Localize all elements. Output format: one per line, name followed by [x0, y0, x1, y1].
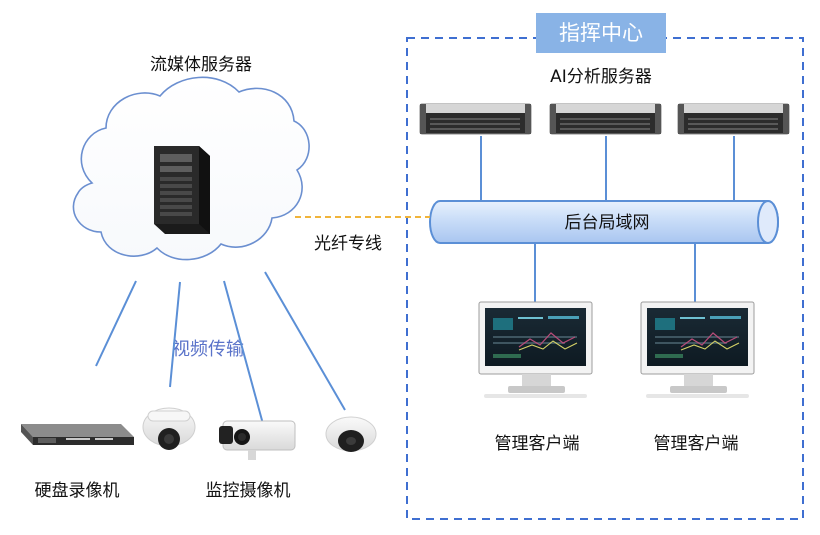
command-center-badge: 指挥中心 — [536, 13, 666, 53]
camera-1-link-line — [169, 281, 181, 388]
ai-server-2 — [549, 103, 662, 135]
dvr-label: 硬盘录像机 — [35, 481, 120, 501]
backend-lan-label: 后台局域网 — [565, 213, 650, 233]
ai-server-label: AI分析服务器 — [550, 67, 652, 87]
management-client-right — [640, 301, 755, 398]
streaming-server-icon — [154, 146, 210, 234]
camera-2-link-line — [223, 280, 264, 425]
ai-server-3 — [677, 103, 790, 135]
dvr-device — [21, 424, 134, 445]
fiber-link-label: 光纤专线 — [314, 234, 382, 254]
management-client-left — [478, 301, 593, 398]
command-center-title: 指挥中心 — [559, 21, 643, 45]
camera-bullet-2 — [219, 420, 296, 460]
client-left-label: 管理客户端 — [495, 434, 580, 454]
streaming-server-label: 流媒体服务器 — [150, 55, 252, 75]
client-right-label: 管理客户端 — [654, 434, 739, 454]
camera-3-link-line — [264, 271, 346, 411]
cameras-label: 监控摄像机 — [206, 481, 291, 501]
backend-lan-pipe: 后台局域网 — [429, 200, 779, 244]
camera-dome-1 — [142, 407, 196, 450]
video-transmission-label: 视频传输 — [172, 339, 244, 360]
ai-server-1 — [419, 103, 532, 135]
camera-dome-3 — [325, 416, 377, 452]
dvr-link-line — [95, 280, 137, 367]
